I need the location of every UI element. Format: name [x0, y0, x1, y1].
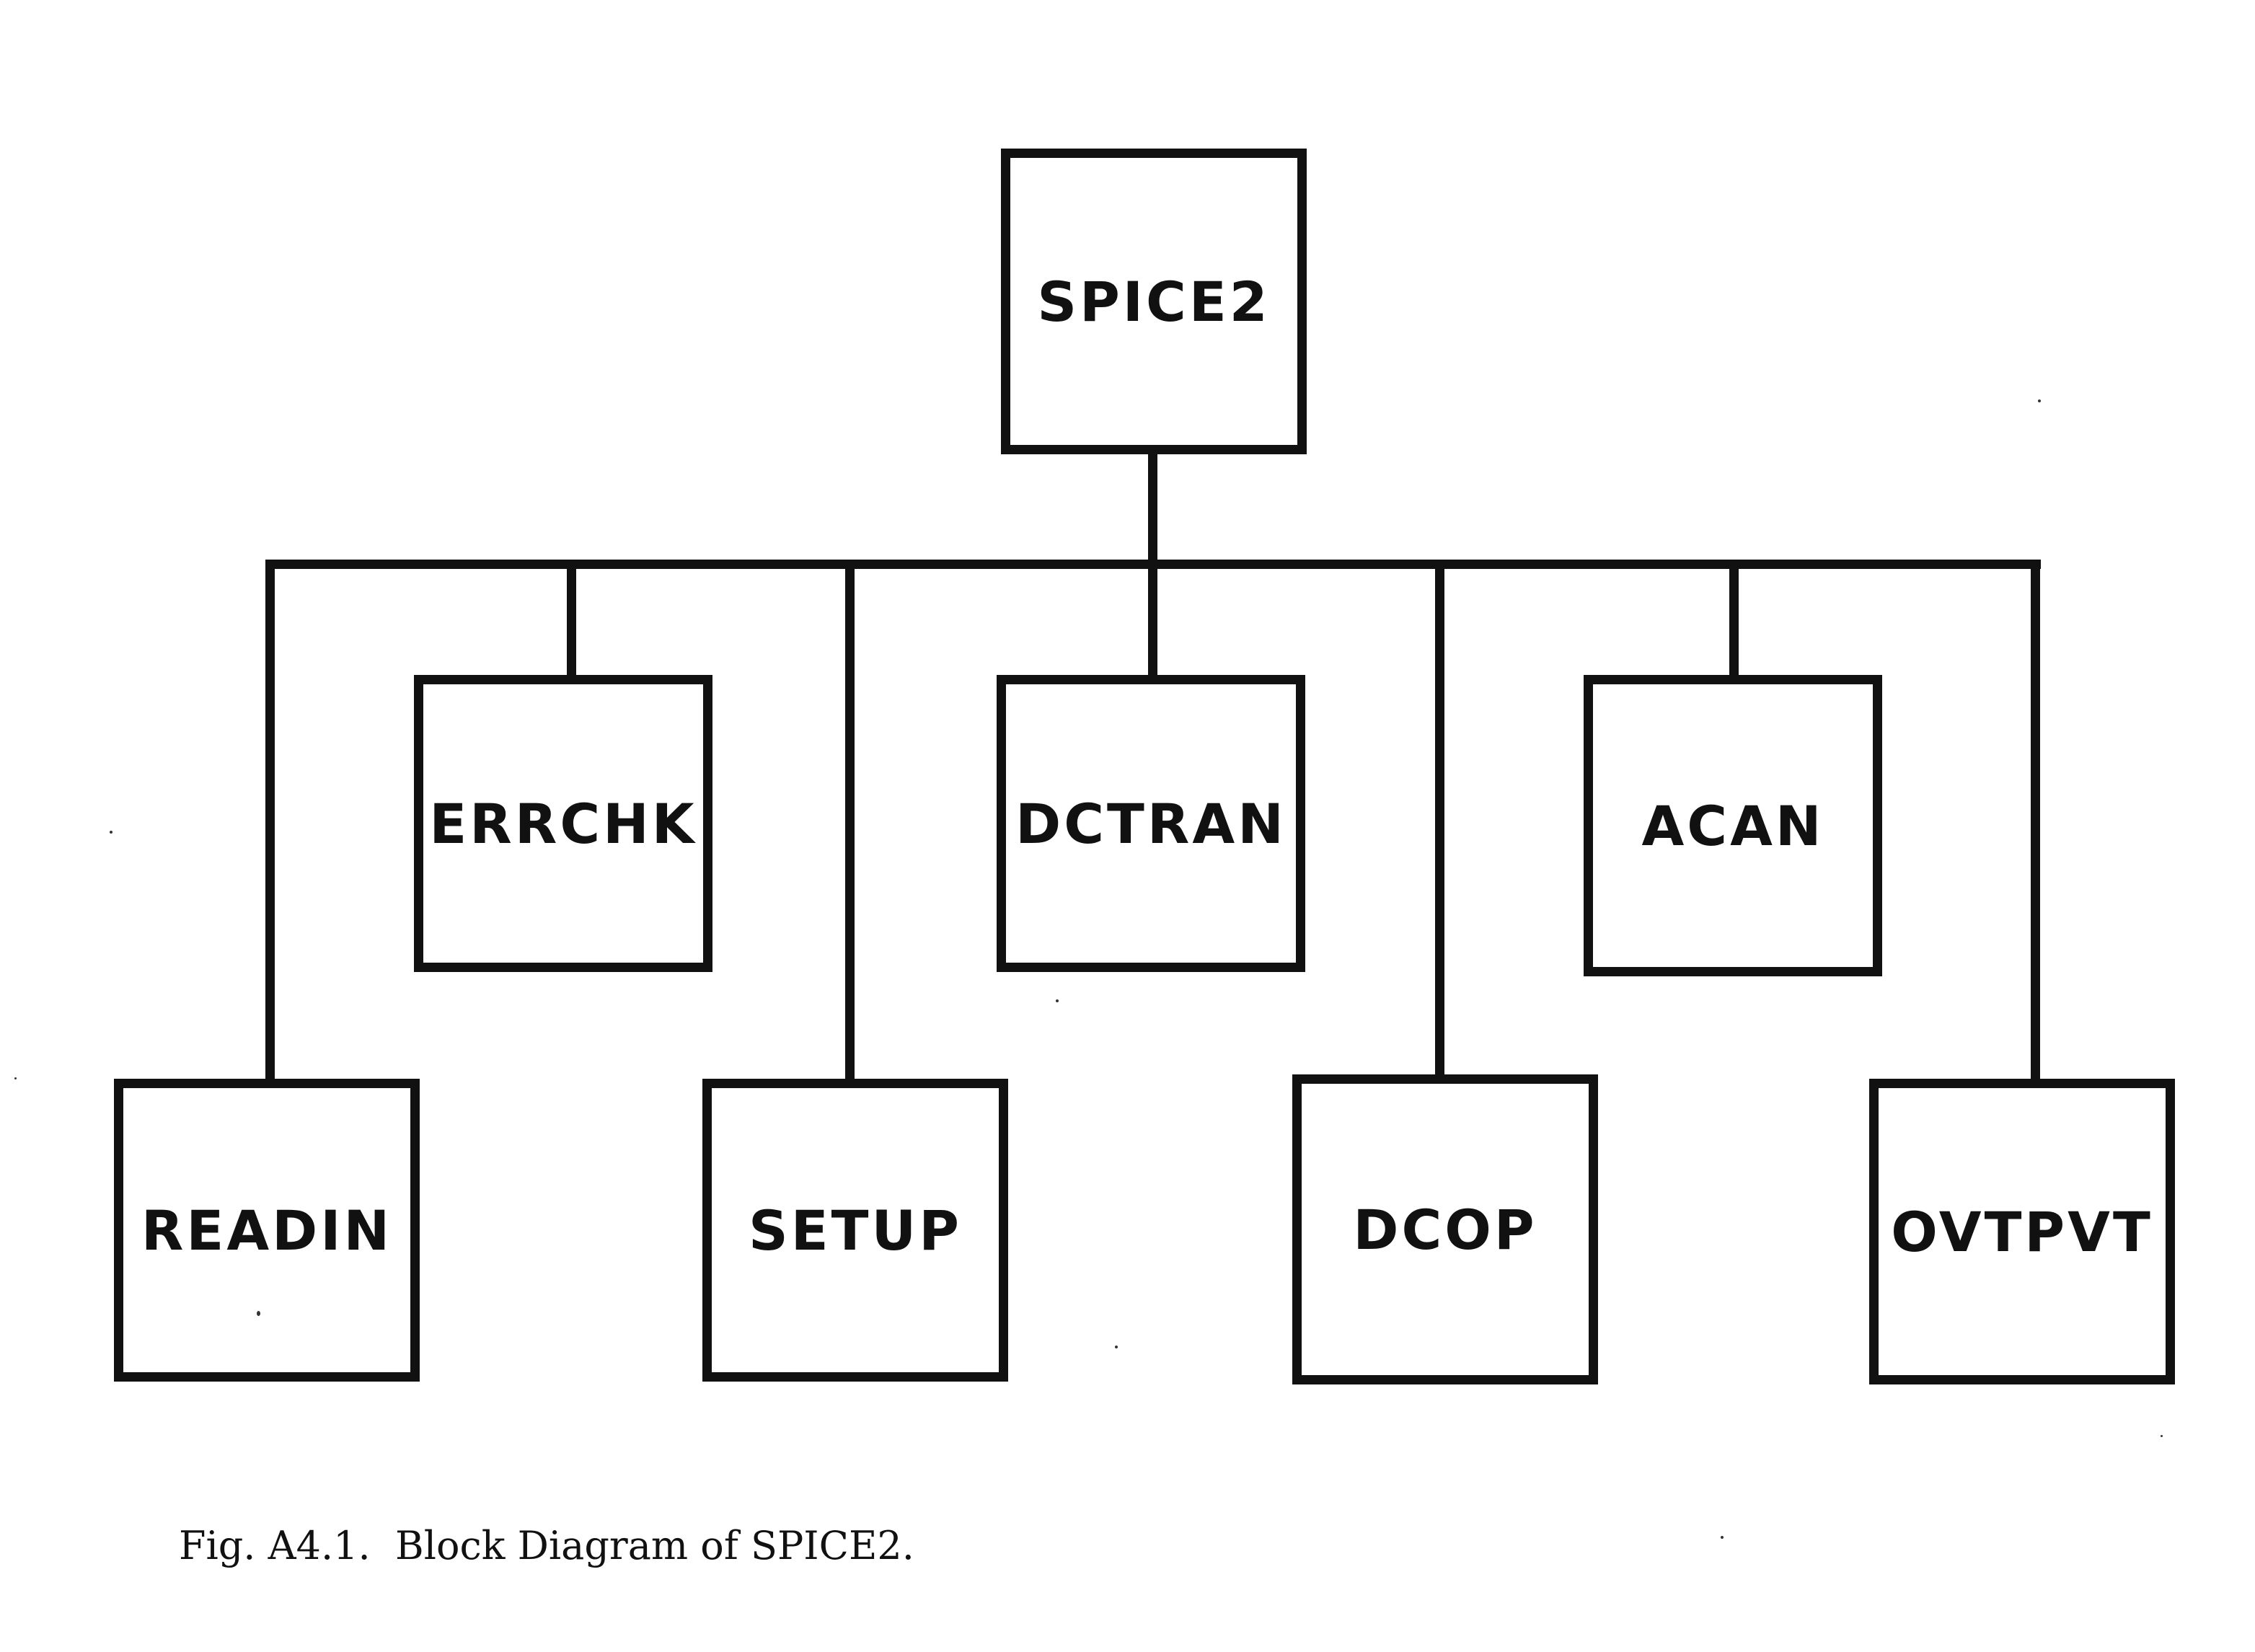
readin-box: READIN [114, 1079, 420, 1382]
dctran-connector [1148, 560, 1157, 682]
scan-speck [110, 831, 112, 834]
setup-box: SETUP [702, 1079, 1008, 1382]
spice2-box: SPICE2 [1001, 149, 1307, 454]
ovtpvt-connector [2031, 560, 2040, 1085]
scan-speck [257, 1311, 260, 1316]
setup-label: SETUP [749, 1198, 962, 1263]
errchk-label: ERRCHK [429, 791, 697, 856]
scan-speck [1721, 1536, 1724, 1539]
readin-connector [265, 560, 275, 1085]
readin-label: READIN [141, 1198, 393, 1263]
acan-label: ACAN [1641, 793, 1824, 858]
spice2-label: SPICE2 [1037, 269, 1271, 334]
dctran-box: DCTRAN [997, 675, 1305, 972]
dcop-label: DCOP [1353, 1197, 1537, 1262]
dctran-label: DCTRAN [1015, 791, 1287, 856]
scan-speck [2038, 399, 2041, 402]
ovtpvt-label: OVTPVT [1891, 1199, 2153, 1264]
ovtpvt-box: OVTPVT [1869, 1079, 2175, 1384]
dcop-connector [1435, 560, 1444, 1082]
acan-box: ACAN [1584, 675, 1882, 976]
scan-speck [14, 1077, 17, 1079]
scan-speck [1056, 999, 1059, 1002]
dcop-box: DCOP [1292, 1074, 1598, 1384]
scan-speck [1115, 1346, 1118, 1348]
errchk-box: ERRCHK [414, 675, 712, 972]
acan-connector [1729, 560, 1739, 682]
setup-connector [845, 560, 855, 1085]
root-connector [1148, 447, 1157, 570]
figure-caption: Fig. A4.1. Block Diagram of SPICE2. [179, 1523, 914, 1568]
errchk-connector [567, 560, 576, 682]
scan-speck [2161, 1435, 2163, 1437]
